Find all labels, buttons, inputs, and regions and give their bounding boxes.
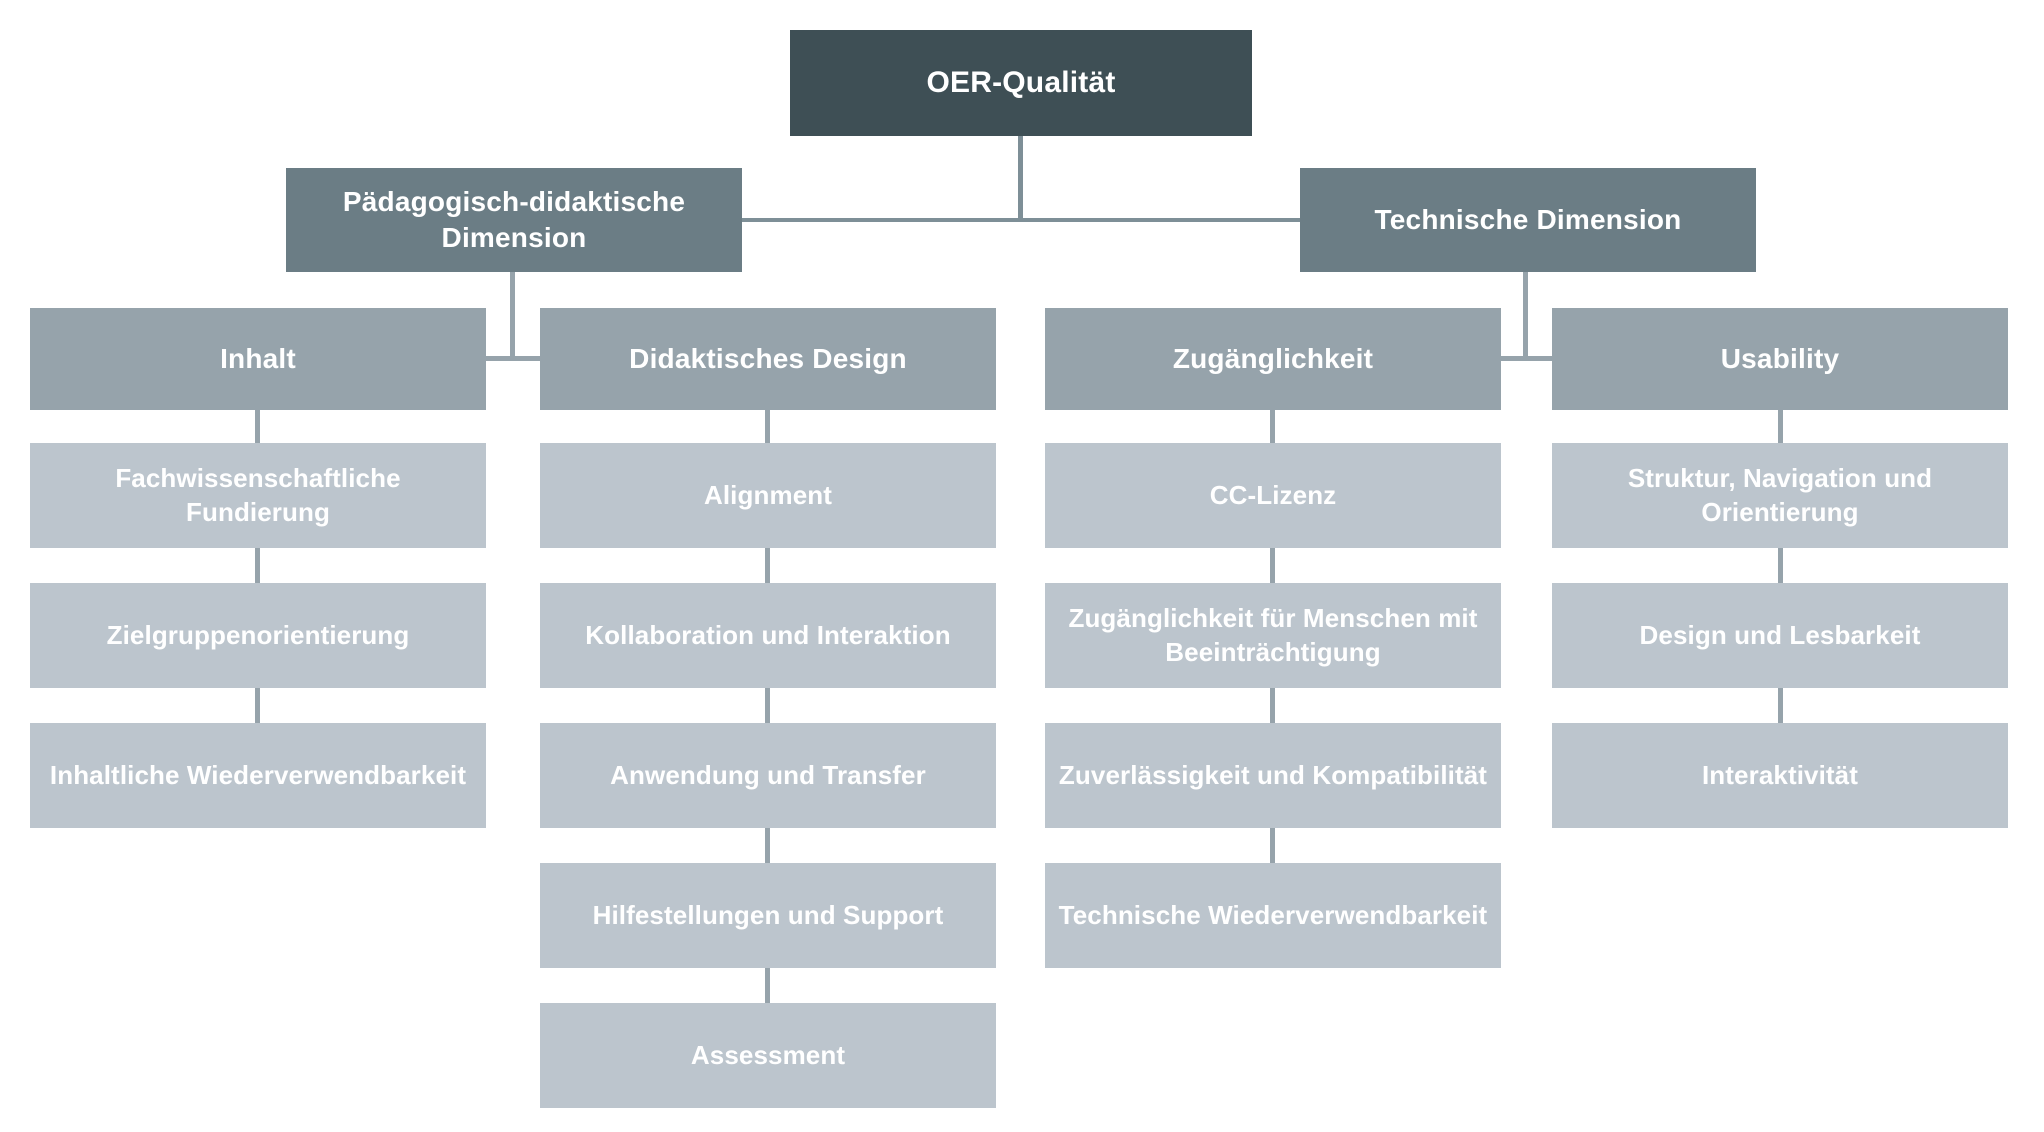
node-category-didaktisches-design[interactable]: Didaktisches Design (540, 308, 996, 410)
node-dimension-paedagogisch-didaktisch[interactable]: Pädagogisch-didaktische Dimension (286, 168, 742, 272)
node-criterion-zuverlaessigkeit-und-kompatibilitaet[interactable]: Zuverlässigkeit und Kompatibilität (1045, 723, 1501, 828)
connector-column1-spine (255, 408, 260, 728)
node-root-oer-qualitaet[interactable]: OER-Qualität (790, 30, 1252, 136)
node-label: CC-Lizenz (1209, 479, 1337, 510)
node-criterion-alignment[interactable]: Alignment (540, 443, 996, 548)
connector-root-stem (1018, 135, 1023, 222)
node-label: Alignment (703, 479, 832, 510)
node-label: Struktur, Navigation und Orientierung (1627, 463, 1933, 527)
connector-dimension-spine (740, 218, 1302, 222)
node-label: Zielgruppenorientierung (106, 619, 410, 650)
node-label: Usability (1720, 343, 1840, 375)
node-criterion-zugaenglichkeit-fuer-menschen-mit-beeintraechtigung[interactable]: Zugänglichkeit für Menschen mit Beeinträ… (1045, 583, 1501, 688)
connector-right-category-bar (1498, 356, 1554, 361)
node-label: Zugänglichkeit für Menschen mit Beeinträ… (1068, 603, 1478, 667)
node-criterion-hilfestellungen-und-support[interactable]: Hilfestellungen und Support (540, 863, 996, 968)
node-label: OER-Qualität (926, 65, 1116, 99)
connector-left-category-bar (485, 356, 541, 361)
node-label: Fachwissenschaftliche Fundierung (115, 463, 401, 527)
node-label: Interaktivität (1701, 759, 1858, 790)
node-criterion-technische-wiederverwendbarkeit[interactable]: Technische Wiederverwendbarkeit (1045, 863, 1501, 968)
node-label: Technische Dimension (1374, 204, 1682, 236)
node-category-zugaenglichkeit[interactable]: Zugänglichkeit (1045, 308, 1501, 410)
node-label: Didaktisches Design (629, 343, 907, 375)
connector-right-dimension-stem (1523, 270, 1528, 360)
node-criterion-anwendung-und-transfer[interactable]: Anwendung und Transfer (540, 723, 996, 828)
node-criterion-zielgruppenorientierung[interactable]: Zielgruppenorientierung (30, 583, 486, 688)
connector-column2-spine (765, 408, 770, 1003)
node-criterion-assessment[interactable]: Assessment (540, 1003, 996, 1108)
node-criterion-struktur-navigation-und-orientierung[interactable]: Struktur, Navigation und Orientierung (1552, 443, 2008, 548)
node-label: Technische Wiederverwendbarkeit (1058, 899, 1488, 930)
node-label: Anwendung und Transfer (610, 759, 926, 790)
node-criterion-inhaltliche-wiederverwendbarkeit[interactable]: Inhaltliche Wiederverwendbarkeit (30, 723, 486, 828)
node-label: Zugänglichkeit (1172, 343, 1374, 375)
node-criterion-interaktivitaet[interactable]: Interaktivität (1552, 723, 2008, 828)
node-label: Design und Lesbarkeit (1639, 619, 1921, 650)
node-category-usability[interactable]: Usability (1552, 308, 2008, 410)
node-label: Hilfestellungen und Support (592, 899, 944, 930)
node-category-inhalt[interactable]: Inhalt (30, 308, 486, 410)
node-criterion-kollaboration-und-interaktion[interactable]: Kollaboration und Interaktion (540, 583, 996, 688)
node-label: Kollaboration und Interaktion (585, 619, 951, 650)
node-label: Inhalt (220, 343, 296, 375)
node-label: Pädagogisch-didaktische Dimension (342, 186, 686, 253)
node-label: Assessment (690, 1039, 846, 1070)
node-label: Zuverlässigkeit und Kompatibilität (1058, 759, 1488, 790)
node-criterion-cc-lizenz[interactable]: CC-Lizenz (1045, 443, 1501, 548)
node-dimension-technisch[interactable]: Technische Dimension (1300, 168, 1756, 272)
connector-column4-spine (1778, 408, 1783, 728)
connector-left-dimension-stem (510, 270, 515, 360)
node-criterion-fachwissenschaftliche-fundierung[interactable]: Fachwissenschaftliche Fundierung (30, 443, 486, 548)
node-label: Inhaltliche Wiederverwendbarkeit (49, 759, 467, 790)
node-criterion-design-und-lesbarkeit[interactable]: Design und Lesbarkeit (1552, 583, 2008, 688)
